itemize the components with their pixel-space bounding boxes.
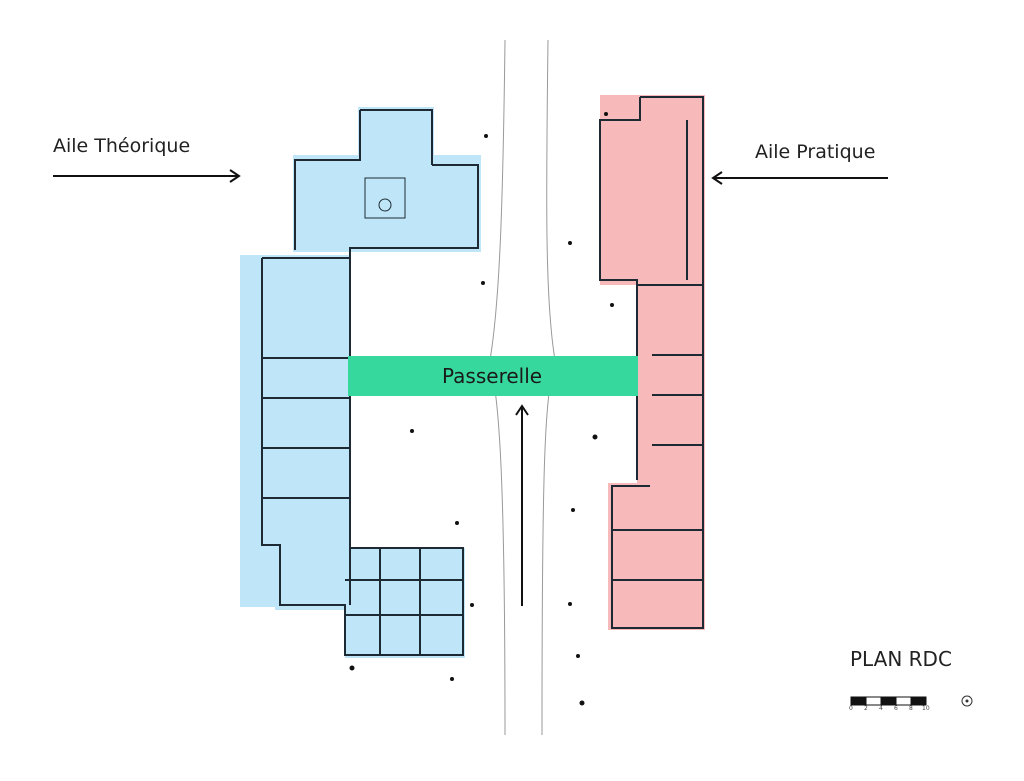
- arrow-to-pratique: [711, 171, 888, 185]
- trees: [349, 112, 614, 706]
- aile-pratique-walls: [599, 96, 704, 629]
- label-aile-theorique: Aile Théorique: [53, 135, 191, 157]
- scale-tick: 8: [909, 705, 913, 712]
- scale-tick: 4: [879, 705, 883, 712]
- scale-bar: [850, 696, 927, 706]
- label-passerelle: Passerelle: [442, 364, 543, 388]
- arrow-to-theorique: [53, 169, 241, 183]
- plan-title: PLAN RDC: [850, 647, 952, 671]
- arrow-to-passerelle: [515, 404, 529, 606]
- scale-tick: 0: [849, 705, 853, 712]
- north-icon: [961, 695, 973, 707]
- label-aile-pratique: Aile Pratique: [755, 141, 876, 163]
- scale-tick: 6: [894, 705, 898, 712]
- scale-tick: 2: [864, 705, 868, 712]
- passerelle-walkway: [348, 356, 638, 396]
- scale-tick: 10: [922, 705, 930, 712]
- aile-theorique-walls: [261, 109, 479, 656]
